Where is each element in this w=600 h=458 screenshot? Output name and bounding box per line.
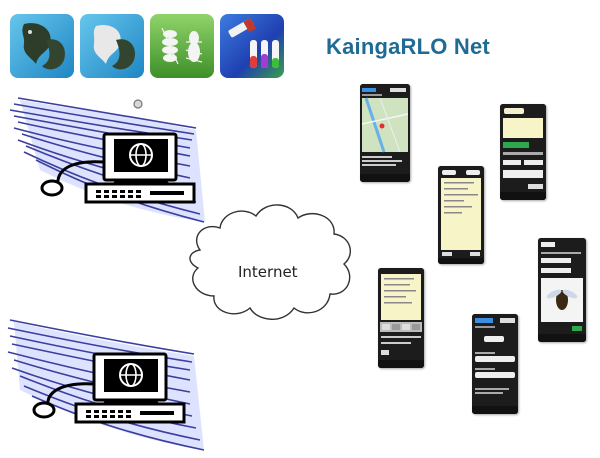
internet-label: Internet [238, 263, 298, 281]
title: KaingaRLO Net [326, 34, 490, 59]
phone-insect-screen [538, 238, 586, 342]
fish-icon-2 [80, 14, 144, 78]
fish-icon [10, 14, 74, 78]
computer-top [40, 132, 196, 204]
insect-larva-icon [150, 14, 214, 78]
phone-map-screen [360, 84, 410, 182]
phone-form-screen [500, 104, 546, 200]
internet-cloud [189, 204, 352, 320]
phone-text-screen [438, 166, 484, 264]
test-tubes-icon [220, 14, 284, 78]
phone-camera-screen [378, 268, 424, 368]
connection-bubble [133, 99, 143, 109]
computer-bottom [32, 352, 186, 424]
phone-login-screen [472, 314, 518, 414]
